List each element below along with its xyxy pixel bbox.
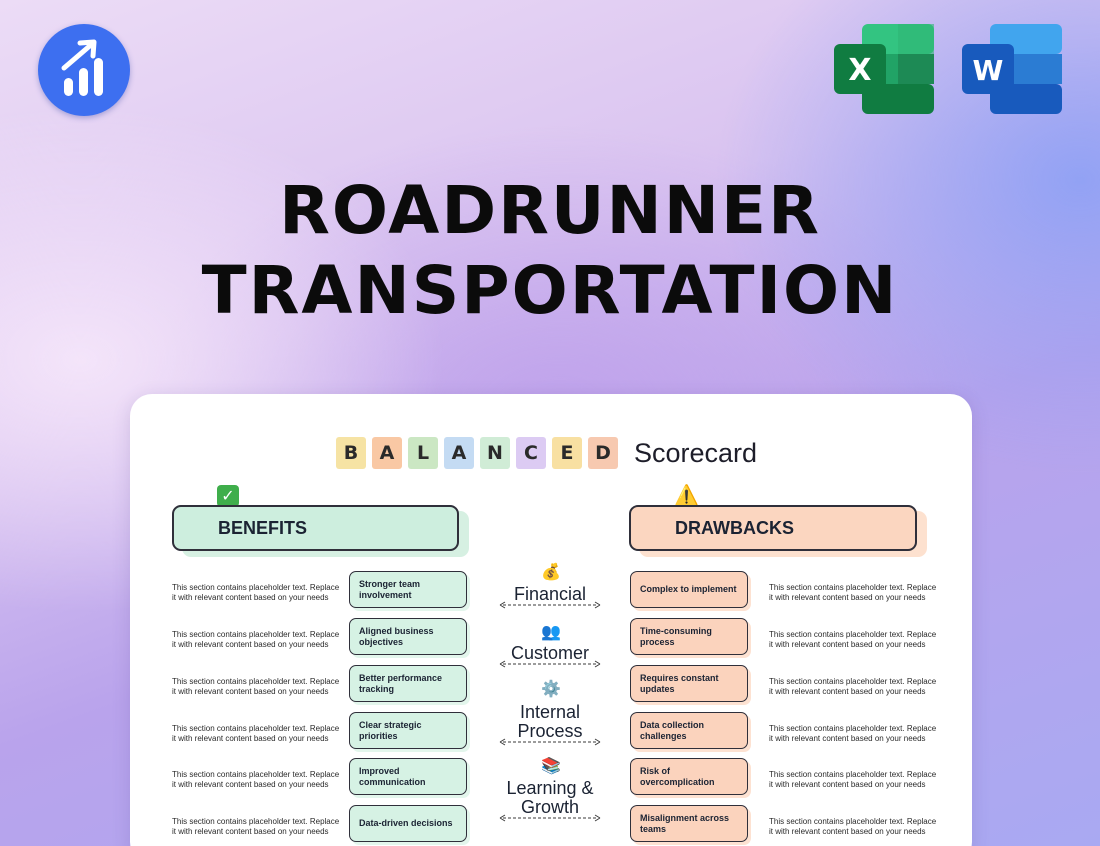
letter-tile: A <box>372 437 402 469</box>
headline-line-2: TRANSPORTATION <box>201 252 899 329</box>
letter-tile: C <box>516 437 546 469</box>
drawback-item: Data collection challenges <box>630 712 748 749</box>
books-icon: 📚 <box>541 756 561 775</box>
bar-chart-growth-icon <box>61 39 103 96</box>
letter-tile: B <box>336 437 366 469</box>
drawbacks-header: DRAWBACKS <box>629 505 917 551</box>
benefit-item: Improved communication <box>349 758 467 795</box>
benefit-description: This section contains placeholder text. … <box>172 677 340 696</box>
money-bag-icon: 💰 <box>541 562 561 581</box>
drawback-item: Requires constant updates <box>630 665 748 702</box>
letter-tile: E <box>552 437 582 469</box>
drawback-item: Risk of overcomplication <box>630 758 748 795</box>
drawback-item: Time-consuming process <box>630 618 748 655</box>
benefit-item: Stronger team involvement <box>349 571 467 608</box>
excel-icon: X <box>832 22 936 116</box>
double-arrow-icon <box>499 601 601 609</box>
benefit-description: This section contains placeholder text. … <box>172 770 340 789</box>
benefit-item: Data-driven decisions <box>349 805 467 842</box>
drawback-description: This section contains placeholder text. … <box>769 583 937 602</box>
letter-tile: L <box>408 437 438 469</box>
drawback-item: Misalignment across teams <box>630 805 748 842</box>
gear-icon: ⚙️ <box>541 679 561 698</box>
word-icon: W <box>960 22 1064 116</box>
benefit-description: This section contains placeholder text. … <box>172 817 340 836</box>
double-arrow-icon <box>499 814 601 822</box>
benefit-description: This section contains placeholder text. … <box>172 724 340 743</box>
benefit-description: This section contains placeholder text. … <box>172 630 340 649</box>
warning-icon: ⚠️ <box>674 483 699 507</box>
benefits-heading: BENEFITS <box>218 517 308 538</box>
double-arrow-icon <box>499 660 601 668</box>
letter-tile: D <box>588 437 618 469</box>
check-mark-icon: ✓ <box>217 485 239 507</box>
excel-letter: X <box>848 53 871 88</box>
perspective-learning-growth: Learning & Growth <box>506 778 594 817</box>
drawback-description: This section contains placeholder text. … <box>769 770 937 789</box>
benefits-header: BENEFITS <box>172 505 459 551</box>
benefit-description: This section contains placeholder text. … <box>172 583 340 602</box>
benefit-item: Clear strategic priorities <box>349 712 467 749</box>
double-arrow-icon <box>499 738 601 746</box>
drawbacks-heading: DRAWBACKS <box>675 517 794 538</box>
perspective-customer: Customer <box>510 643 590 663</box>
perspective-financial: Financial <box>513 584 587 604</box>
drawback-description: This section contains placeholder text. … <box>769 677 937 696</box>
benefit-item: Aligned business objectives <box>349 618 467 655</box>
drawback-description: This section contains placeholder text. … <box>769 630 937 649</box>
drawback-description: This section contains placeholder text. … <box>769 724 937 743</box>
scorecard-title-word: Scorecard <box>634 437 758 468</box>
letter-tile: N <box>480 437 510 469</box>
drawback-description: This section contains placeholder text. … <box>769 817 937 836</box>
drawback-item: Complex to implement <box>630 571 748 608</box>
word-letter: W <box>973 54 1004 87</box>
scorecard-card <box>130 394 972 846</box>
benefit-item: Better performance tracking <box>349 665 467 702</box>
people-icon: 👥 <box>541 622 561 641</box>
letter-tile: A <box>444 437 474 469</box>
brand-logo <box>38 24 130 116</box>
perspective-internal-process: Internal Process <box>517 702 583 741</box>
headline-line-1: ROADRUNNER <box>279 172 821 249</box>
